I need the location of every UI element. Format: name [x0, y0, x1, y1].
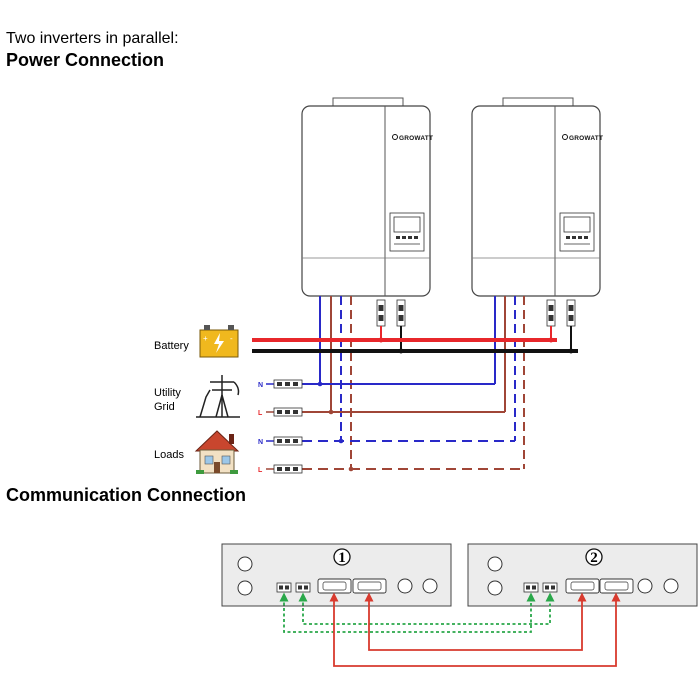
- inverter-1-dc-terminals: [376, 299, 406, 327]
- house-icon: [194, 430, 240, 474]
- inverter-2-dc-terminals: [546, 299, 576, 327]
- load-n-letter: N: [258, 439, 263, 446]
- loads-label: Loads: [154, 449, 184, 461]
- utility-grid-label-line1: Utility: [154, 387, 181, 399]
- grid-l-letter: L: [258, 410, 263, 417]
- grid-n-letter: N: [258, 382, 263, 389]
- grid-terminals: N L: [258, 379, 303, 417]
- svg-text:+: +: [203, 334, 208, 343]
- communication-connection-title: Communication Connection: [6, 485, 246, 505]
- comm-panel-1: 1: [221, 543, 452, 607]
- comm-panel-1-number: 1: [338, 550, 346, 566]
- inverter-1-display: [389, 212, 425, 252]
- comm-cables: [279, 592, 621, 667]
- inverter-1-brand: GROWATT: [399, 135, 433, 142]
- battery-label: Battery: [154, 340, 189, 352]
- ac-wiring: [302, 296, 525, 472]
- utility-grid-label-line2: Grid: [154, 401, 175, 413]
- load-l-letter: L: [258, 467, 263, 474]
- inverter-2: GROWATT: [471, 97, 603, 327]
- intro-text: Two inverters in parallel:: [6, 30, 179, 47]
- inverter-1: GROWATT: [301, 97, 433, 327]
- comm-panel-2-number: 2: [590, 550, 598, 566]
- dc-wiring: [252, 326, 578, 354]
- utility-pole-icon: [196, 375, 240, 418]
- battery-icon: + -: [199, 325, 239, 358]
- inverter-2-brand: GROWATT: [569, 135, 603, 142]
- load-terminals: N L: [258, 436, 303, 474]
- power-connection-title: Power Connection: [6, 50, 165, 70]
- inverter-2-display: [559, 212, 595, 252]
- svg-text:-: -: [230, 334, 233, 343]
- comm-panel-2: 2: [467, 543, 698, 607]
